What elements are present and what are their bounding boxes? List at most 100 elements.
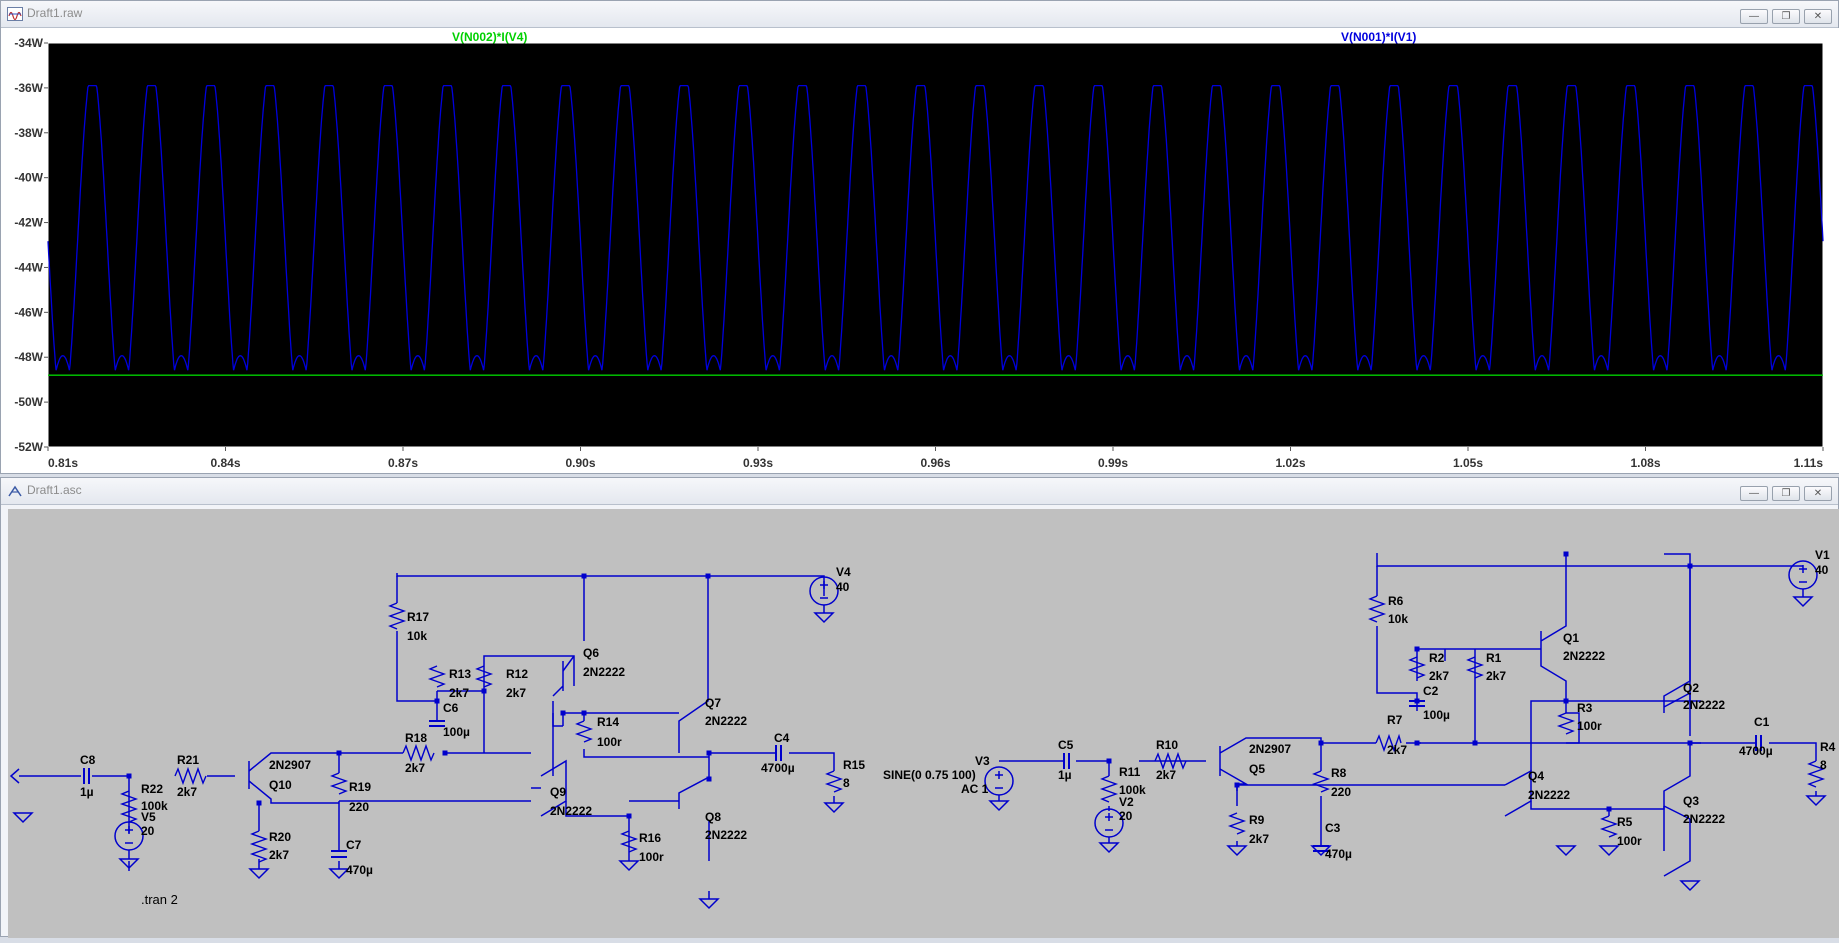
resistor-r21-symbol[interactable] xyxy=(174,766,207,786)
resistor-r9-symbol[interactable] xyxy=(1227,812,1247,835)
resistor-r15-symbol[interactable] xyxy=(824,770,844,793)
r4-value: 8 xyxy=(1820,758,1827,772)
q5-label: Q5 xyxy=(1249,762,1265,776)
r12-label: R12 xyxy=(506,667,528,681)
resistor-r10-symbol[interactable] xyxy=(1154,751,1187,771)
resistor-r5-symbol[interactable] xyxy=(1599,815,1619,838)
waveform-titlebar[interactable]: Draft1.raw —❐✕ xyxy=(1,1,1838,28)
resistor-r13-symbol[interactable] xyxy=(427,665,447,688)
voltage-source-v5-symbol[interactable] xyxy=(114,821,144,851)
resistor-r19-symbol[interactable] xyxy=(329,772,349,795)
x-tick-label: 1.08s xyxy=(1630,456,1660,470)
r7-value: 2k7 xyxy=(1387,743,1407,757)
minimize-button[interactable]: — xyxy=(1740,9,1768,24)
resistor-r16-symbol[interactable] xyxy=(619,830,639,853)
q7-label: Q7 xyxy=(705,696,721,710)
resistor-r7-symbol[interactable] xyxy=(1375,733,1402,753)
capacitor-c5-symbol[interactable] xyxy=(1063,753,1070,769)
r21-value: 2k7 xyxy=(177,785,197,799)
r11-label: R11 xyxy=(1119,765,1141,779)
resistor-r11-symbol[interactable] xyxy=(1099,775,1119,803)
r4-label: R4 xyxy=(1820,740,1836,754)
x-tick-label: 1.02s xyxy=(1275,456,1305,470)
c7-label: C7 xyxy=(346,838,362,852)
c8-label: C8 xyxy=(80,753,96,767)
series-line-v-n001-i-v1[interactable] xyxy=(47,84,1824,371)
schematic-drawing[interactable]: C8 1µ R21 2k7 R22 100k V5 20 2N2907 Q10 … xyxy=(8,509,1839,938)
r18-value: 2k7 xyxy=(405,761,425,775)
r13-value: 2k7 xyxy=(449,686,469,700)
y-tick-label: -34W xyxy=(14,36,43,50)
q9-model: 2N2222 xyxy=(550,804,592,818)
close-button[interactable]: ✕ xyxy=(1804,486,1832,501)
minimize-button[interactable]: — xyxy=(1740,486,1768,501)
close-button[interactable]: ✕ xyxy=(1804,9,1832,24)
r3-value: 100r xyxy=(1577,719,1602,733)
spice-directive-tran[interactable]: .tran 2 xyxy=(141,892,178,907)
c2-label: C2 xyxy=(1423,684,1439,698)
c5-label: C5 xyxy=(1058,738,1074,752)
q10-label: Q10 xyxy=(269,778,292,792)
r10-label: R10 xyxy=(1156,738,1178,752)
r6-label: R6 xyxy=(1388,594,1404,608)
r20-label: R20 xyxy=(269,830,291,844)
r1-label: R1 xyxy=(1486,651,1502,665)
v2-value: 20 xyxy=(1119,809,1133,823)
r20-value: 2k7 xyxy=(269,848,289,862)
restore-button[interactable]: ❐ xyxy=(1772,486,1800,501)
r18-label: R18 xyxy=(405,731,427,745)
resistor-r2-symbol[interactable] xyxy=(1407,656,1427,679)
r9-label: R9 xyxy=(1249,813,1265,827)
resistor-r3-symbol[interactable] xyxy=(1556,712,1576,735)
legend-entry-v-n002-i-v4[interactable]: V(N002)*I(V4) xyxy=(452,30,527,44)
capacitor-c1-symbol[interactable] xyxy=(1755,735,1762,751)
q8-model: 2N2222 xyxy=(705,828,747,842)
q6-model: 2N2222 xyxy=(583,665,625,679)
resistor-r4-symbol[interactable] xyxy=(1806,760,1826,788)
resistor-r6-symbol[interactable] xyxy=(1367,595,1387,623)
v3-label: V3 xyxy=(975,754,990,768)
x-tick-label: 0.93s xyxy=(743,456,773,470)
q2-model: 2N2222 xyxy=(1683,698,1725,712)
q3-model: 2N2222 xyxy=(1683,812,1725,826)
c3-label: C3 xyxy=(1325,821,1341,835)
capacitor-c6-symbol[interactable] xyxy=(429,720,445,727)
waveform-plot-pane[interactable]: -34W-36W-38W-40W-42W-44W-46W-48W-50W-52W… xyxy=(1,28,1839,473)
schematic-titlebar[interactable]: Draft1.asc — ❐ ✕ xyxy=(1,478,1838,505)
voltage-source-v1-symbol[interactable] xyxy=(1788,560,1818,590)
legend-entry-v-n001-i-v1[interactable]: V(N001)*I(V1) xyxy=(1341,30,1416,44)
resistor-r12-symbol[interactable] xyxy=(474,665,494,688)
resistor-r14-symbol[interactable] xyxy=(574,720,594,743)
resistor-r8-symbol[interactable] xyxy=(1311,770,1331,793)
capacitor-c8-symbol[interactable] xyxy=(83,768,90,784)
capacitor-c4-symbol[interactable] xyxy=(775,745,782,761)
q4-label: Q4 xyxy=(1528,769,1544,783)
voltage-source-v3-symbol[interactable] xyxy=(984,766,1014,796)
capacitor-c2-symbol[interactable] xyxy=(1409,700,1425,707)
schematic-app-icon xyxy=(8,485,22,497)
resistor-r18-symbol[interactable] xyxy=(402,743,435,763)
c1-value: 4700µ xyxy=(1739,744,1773,758)
c6-value: 100µ xyxy=(443,725,470,739)
r16-label: R16 xyxy=(639,831,661,845)
v3-ac: AC 1 xyxy=(961,782,989,796)
q3-label: Q3 xyxy=(1683,794,1699,808)
resistor-r22-symbol[interactable] xyxy=(119,790,139,823)
x-tick-label: 0.90s xyxy=(565,456,595,470)
schematic-canvas[interactable]: C8 1µ R21 2k7 R22 100k V5 20 2N2907 Q10 … xyxy=(8,509,1839,938)
r15-value: 8 xyxy=(843,776,850,790)
c3-value: 470µ xyxy=(1325,847,1352,861)
restore-button[interactable]: ❐ xyxy=(1772,9,1800,24)
capacitor-c7-symbol[interactable] xyxy=(331,850,347,858)
q5-model: 2N2907 xyxy=(1249,742,1291,756)
r8-label: R8 xyxy=(1331,766,1347,780)
resistor-r17-symbol[interactable] xyxy=(387,602,407,630)
resistor-r1-symbol[interactable] xyxy=(1465,656,1485,679)
resistor-r20-symbol[interactable] xyxy=(249,830,269,863)
q9-label: Q9 xyxy=(550,785,566,799)
v1-label: V1 xyxy=(1815,548,1830,562)
r19-label: R19 xyxy=(349,780,371,794)
r2-label: R2 xyxy=(1429,651,1445,665)
waveform-chart[interactable]: -34W-36W-38W-40W-42W-44W-46W-48W-50W-52W… xyxy=(1,28,1839,473)
schematic-window-title: Draft1.asc xyxy=(27,483,82,497)
